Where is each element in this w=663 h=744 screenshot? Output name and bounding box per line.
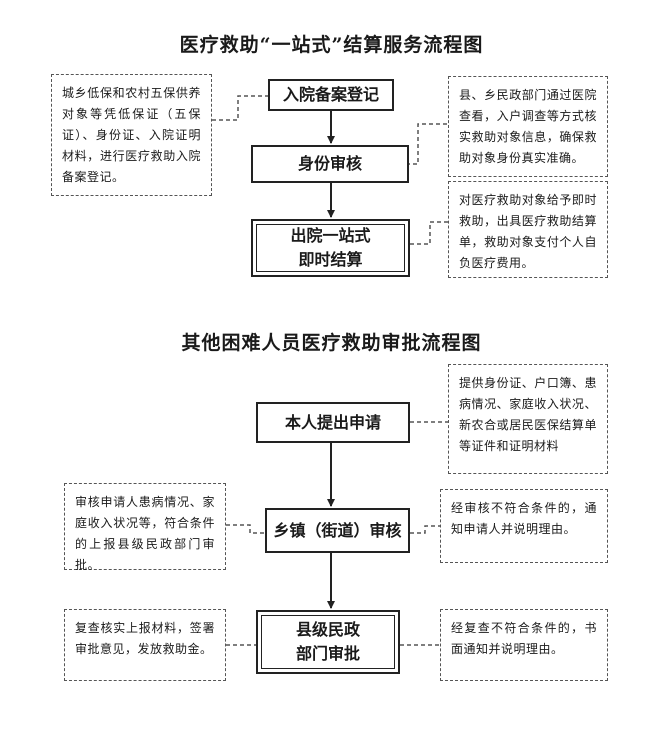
step-label: 乡镇（街道）审核 xyxy=(273,520,402,540)
section2-title: 其他困难人员医疗救助审批流程图 xyxy=(181,332,482,354)
note-s1-right-2: 对医疗救助对象给予即时救助，出具医疗救助结算单，救助对象支付个人自负医疗费用。 xyxy=(448,181,608,278)
step-label-line2: 部门审批 xyxy=(295,644,360,663)
step-township-review: 乡镇（街道）审核 xyxy=(265,508,410,553)
dash-s2-right2 xyxy=(410,525,440,534)
step-label: 身份审核 xyxy=(297,154,362,173)
note-s1-right-1: 县、乡民政部门通过医院查看，入户调查等方式核实救助对象信息，确保救助对象身份真实… xyxy=(448,76,608,177)
step-admission-registration: 入院备案登记 xyxy=(268,79,394,111)
dash-s2-left2 xyxy=(226,524,265,534)
step-label: 入院备案登记 xyxy=(282,85,379,104)
note-s2-left-2: 审核申请人患病情况、家庭收入状况等，符合条件的上报县级民政部门审批。 xyxy=(64,483,226,572)
step-label-line1: 县级民政 xyxy=(295,620,360,639)
dash-s1-left xyxy=(212,95,268,121)
step-label-line2: 即时结算 xyxy=(298,250,363,269)
note-s2-right-2: 经审核不符合条件的，通知申请人并说明理由。 xyxy=(440,489,608,563)
note-s2-left-3: 复查核实上报材料，签署审批意见，发放救助金。 xyxy=(64,609,226,681)
step-discharge-settlement: 出院一站式 即时结算 xyxy=(251,219,410,277)
step-personal-application: 本人提出申请 xyxy=(256,402,410,443)
step-county-approval: 县级民政 部门审批 xyxy=(256,610,400,674)
dash-s1-right2 xyxy=(410,221,448,245)
section1-title: 医疗救助“一站式”结算服务流程图 xyxy=(179,34,484,56)
note-s1-left: 城乡低保和农村五保供养对象等凭低保证（五保证）、身份证、入院证明材料，进行医疗救… xyxy=(51,74,212,196)
note-s2-right-1: 提供身份证、户口簿、患病情况、家庭收入状况、新农合或居民医保结算单等证件和证明材… xyxy=(448,364,608,474)
note-s2-right-3: 经复查不符合条件的，书面通知并说明理由。 xyxy=(440,609,608,681)
step-identity-review: 身份审核 xyxy=(251,145,409,183)
step-label: 本人提出申请 xyxy=(284,412,381,432)
step-label-line1: 出院一站式 xyxy=(290,226,371,245)
dash-s1-right1 xyxy=(392,123,448,165)
